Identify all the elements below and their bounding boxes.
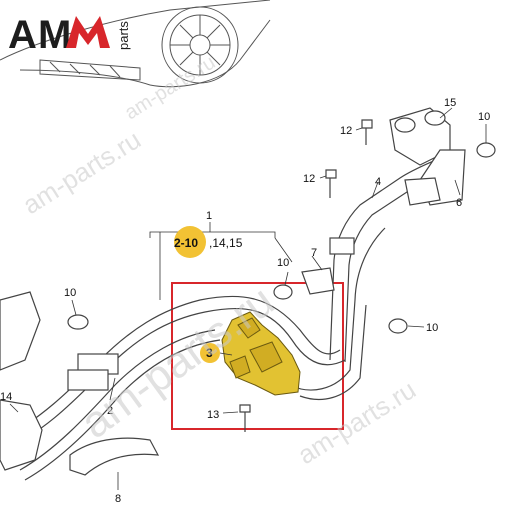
watermark-4: am-parts.ru <box>121 51 219 124</box>
logo-m-dark: M <box>38 13 71 57</box>
callout-13: 13 <box>207 409 219 421</box>
badge-3 <box>200 343 220 363</box>
logo-a: A <box>8 13 37 57</box>
callout-10d: 10 <box>426 322 438 334</box>
callout-14: 14 <box>0 391 12 403</box>
hose-clamps <box>67 142 496 334</box>
callout-10a: 10 <box>64 287 76 299</box>
badge-group <box>174 226 206 258</box>
callout-7: 7 <box>311 247 317 259</box>
callout-10c: 10 <box>277 257 289 269</box>
callout-labels: 1 2 6 7 8 10 10 10 10 12 12 13 14 15 4 3… <box>0 97 490 505</box>
car-sketch <box>0 0 271 88</box>
callout-15: 15 <box>444 97 456 109</box>
leader-lines <box>9 107 487 490</box>
callout-12a: 12 <box>340 125 352 137</box>
callout-group-range: 2-10 <box>174 236 198 250</box>
callout-10b: 10 <box>478 111 490 123</box>
watermark-1: am-parts.ru <box>17 124 146 220</box>
callout-1: 1 <box>206 210 212 222</box>
callout-6: 6 <box>456 197 462 209</box>
logo-parts-text: parts <box>116 21 131 50</box>
hose-assembly <box>0 107 466 481</box>
watermarks: am-parts.ru am-parts.ru am-parts.ru am-p… <box>17 51 421 470</box>
callout-4: 4 <box>375 176 381 188</box>
callout-8: 8 <box>115 493 121 505</box>
callout-12b: 12 <box>303 173 315 185</box>
callout-2: 2 <box>107 405 113 417</box>
part-3-highlighted <box>221 311 301 396</box>
logo-m-red <box>66 16 110 48</box>
callout-3: 3 <box>206 346 213 360</box>
callout-group-rest: ,14,15 <box>209 236 243 250</box>
watermark-3: am-parts.ru <box>292 374 421 470</box>
brand-logo: A M parts <box>8 13 131 57</box>
